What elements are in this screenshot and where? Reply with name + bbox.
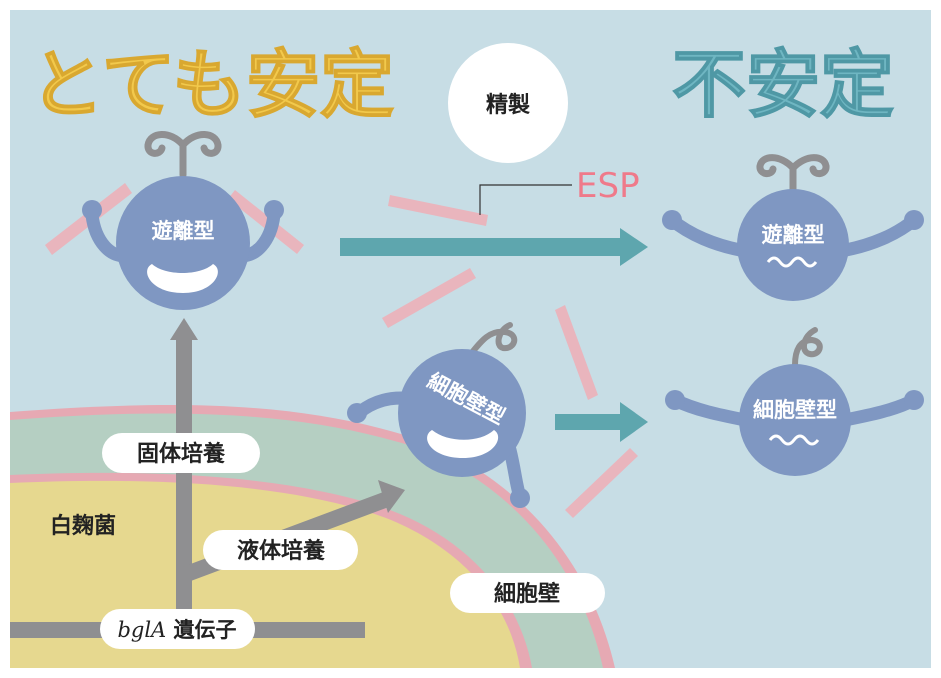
- esp-bar: [388, 195, 488, 226]
- wall-arrow-head: [620, 402, 648, 442]
- creature-wall-unstable: [665, 327, 924, 476]
- creature-free-unstable: [662, 154, 924, 301]
- label-wall-type-unstable: 細胞壁型: [753, 398, 837, 422]
- label-gene: bglA 遺伝子: [117, 618, 236, 642]
- esp-bar: [555, 305, 598, 400]
- creature-wall-stable: [347, 322, 530, 508]
- liquid-culture-arrow-head: [378, 480, 405, 513]
- title-unstable: 不安定: [672, 42, 894, 128]
- purify-arrow-head: [620, 228, 648, 266]
- curl-antenna: [467, 322, 518, 358]
- label-cell-wall: 細胞壁: [494, 581, 560, 607]
- label-koji: 白麹菌: [50, 513, 116, 539]
- body: [737, 189, 849, 301]
- label-liquid-culture: 液体培養: [237, 538, 325, 564]
- gene-suffix: 遺伝子: [166, 618, 236, 642]
- pill-solid-culture: [102, 433, 260, 473]
- solid-culture-arrow-shaft: [176, 335, 192, 630]
- creature-free-stable: [82, 131, 284, 310]
- teal-arrows: [340, 228, 648, 442]
- solid-culture-arrow-head: [170, 318, 198, 340]
- mouth: [147, 264, 218, 293]
- pill-shapes: [100, 433, 605, 649]
- wall-arrow-shaft: [555, 414, 627, 430]
- label-free-type-unstable: 遊離型: [762, 223, 825, 247]
- wave-mouth-free: [766, 256, 818, 268]
- esp-bar: [228, 190, 304, 254]
- purify-arrow-shaft: [340, 238, 625, 256]
- purification-circle: [448, 43, 568, 163]
- body: [739, 364, 851, 476]
- pill-liquid-culture: [203, 530, 358, 570]
- esp-bar: [565, 448, 638, 518]
- wave-mouth-wall: [768, 434, 820, 446]
- label-esp: ESP: [576, 166, 640, 206]
- label-solid-culture: 固体培養: [137, 441, 225, 467]
- antenna: [144, 131, 222, 179]
- curl-antenna: [792, 327, 823, 368]
- pill-gene: [100, 609, 255, 649]
- label-free-type-stable: 遊離型: [152, 219, 215, 243]
- pill-cell-wall: [450, 573, 605, 613]
- esp-bar: [382, 268, 476, 328]
- label-purification: 精製: [486, 92, 530, 118]
- mouth: [427, 430, 499, 458]
- esp-leader-line: [479, 184, 572, 215]
- gene-name: bglA: [117, 618, 166, 642]
- antenna: [756, 154, 830, 196]
- title-stable: とても安定: [30, 42, 394, 128]
